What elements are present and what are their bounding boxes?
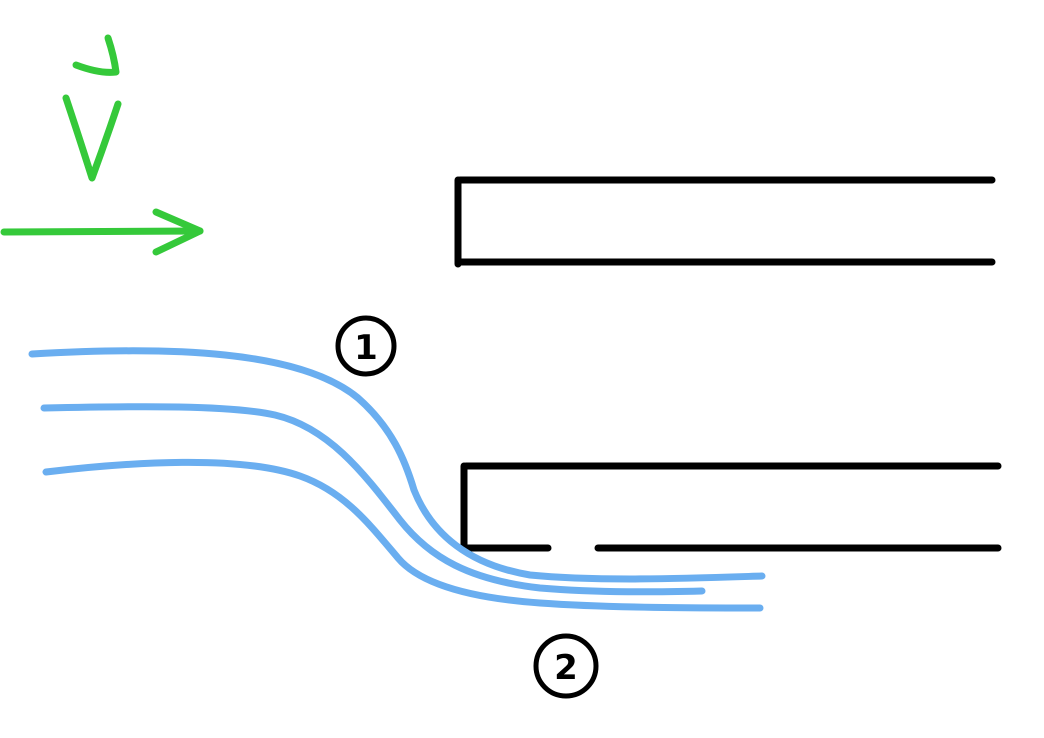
velocity-symbol [62, 34, 122, 182]
marker-1: 1 [335, 315, 397, 377]
streamline-bottom [42, 458, 764, 612]
velocity-arrow [0, 208, 204, 256]
marker-1-label: 1 [354, 328, 378, 368]
vector-v-icon [62, 94, 122, 182]
streamline-middle [40, 403, 706, 596]
marker-2: 2 [533, 633, 599, 699]
upper-plate [454, 176, 996, 268]
streamline-top [28, 347, 766, 583]
right-arrow-icon [152, 208, 204, 256]
streamlines [28, 347, 766, 612]
lower-plate [460, 462, 1002, 552]
arrow-shaft [0, 227, 204, 236]
marker-2-label: 2 [554, 648, 578, 688]
velocity-overbar-icon [72, 34, 120, 76]
